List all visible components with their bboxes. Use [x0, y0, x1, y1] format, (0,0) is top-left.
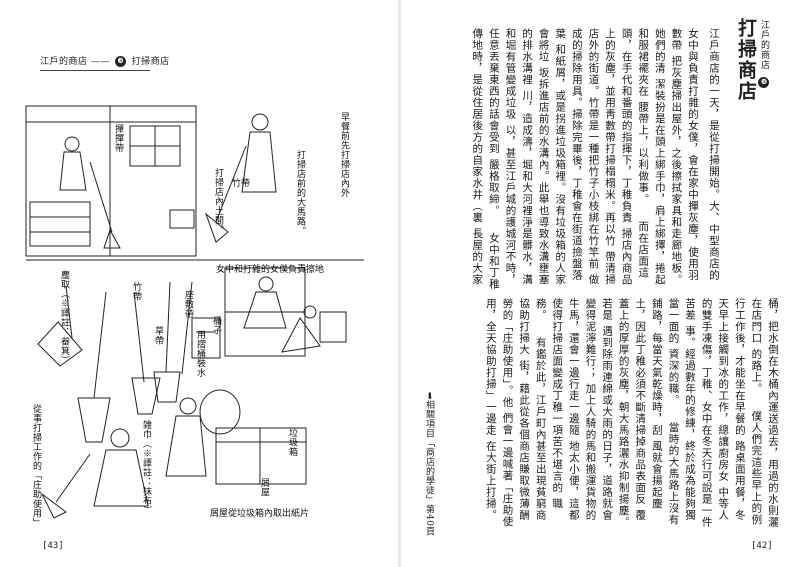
related-item-reference: ➡相關項目「商店的學徒」第40頁 — [424, 392, 434, 536]
left-col-15: 女中與負責打雜的女僕，會在家中撣灰塵，使用羽數帶 — [670, 28, 699, 281]
left-col-9: 帶清掃店外的街道。竹帶是一種把竹子小枝綁在竹竿前 — [587, 28, 617, 286]
running-head-section: 打掃商店 — [131, 57, 170, 67]
right-col-15: 路桌面用餐，冬天早上接觸到冰的工作，總讓廚房女 — [717, 298, 746, 521]
running-head-dash: —— — [90, 57, 110, 67]
right-col-10: 風就會揚起塵土，因此丁稚必須不斷清掃掉商品表面反 — [634, 298, 663, 510]
book-gutter — [398, 0, 401, 567]
chapter-head: 江戶的商店 ❸ — [758, 20, 771, 88]
left-col-3: 嚴格取締。 — [487, 158, 500, 217]
left-col-11: 而在店面這頭，在手代和番頭的指揮下，丁稚負責 — [620, 28, 650, 279]
label-helper-caption: 從事打掃工作的「庄助使用」 — [31, 404, 41, 528]
right-col-1: 在大街上打掃。 — [484, 440, 497, 521]
apprentice-sweeping-inside — [59, 136, 121, 249]
right-page: 江戶的商店 ❸ 打掃商店 江戶商店的一天，是從打掃開始。大、中型商店的 女中與負… — [401, 0, 799, 567]
right-col-16: 僕人們完這些早上的例行工作後，才能坐在早餐的 — [733, 298, 763, 526]
label-bamboo-broom-top: 竹帶 — [232, 179, 251, 189]
intro-paragraph: 江戶商店的一天，是從打掃開始。大、中型商店的 — [705, 28, 722, 290]
page-number-43: [43] — [42, 541, 64, 551]
label-trash-collector: 屑屋 — [259, 478, 269, 497]
running-head-rule — [40, 70, 150, 71]
left-col-2: 女中和丁稚傳地時，是從住居後方的自家水井（裏 — [471, 28, 500, 290]
label-women-caption: 女中和打雜的女僕負責擦地 — [216, 265, 325, 275]
intro-column: 江戶商店的一天，是從打掃開始。大、中型商店的 — [708, 28, 720, 281]
right-col-14: 中等人的雙手凍傷，丁稚、女中在冬天行可說是一件苦差 — [684, 298, 730, 528]
label-zashiki-broom: 座敷帶 — [183, 290, 193, 319]
label-trash-box: 垃圾箱 — [287, 428, 297, 457]
label-bucket: 桶子 — [211, 316, 221, 335]
label-dustpan: 塵取（※譯註：畚箕） — [59, 270, 69, 365]
label-shop-front: 早餐前先打掃店內外 — [339, 112, 349, 198]
label-collector-caption: 屑屋從垃圾箱內取出紙片 — [210, 509, 310, 519]
label-rag: 雑巾（※譯註：抹布） — [141, 420, 151, 515]
chapter-number-badge: ❸ — [115, 56, 127, 67]
right-col-9: 覆蓋上的厚厚的灰塵，朝大馬路灑水抑制揚塵。若是 — [601, 298, 647, 528]
chapter-head-title: 江戶的商店 — [759, 20, 769, 70]
right-col-18: 桶，把水倒在木桶內運送過去，用過的水則灑在店門口 — [750, 298, 779, 528]
label-duster: 撣撣帶 — [113, 124, 123, 153]
right-col-6: 地太小便，這都使得打掃店面變成丁稚一項苦不堪言的 — [551, 298, 580, 521]
right-col-3: 街，藉此從各個商店賺取微薄酬勞的「庄助使用」。他 — [501, 298, 531, 521]
label-bamboo-broom: 竹帶 — [131, 282, 141, 301]
right-col-5: 職務。 — [534, 298, 564, 510]
label-clean-street: 打掃店前的大馬路。 — [295, 150, 305, 236]
left-col-7: 和紙屑，或是拐進垃圾箱裡。沒有垃圾箱的人家會將垃 — [537, 28, 567, 286]
left-body-text: 女中與負責打雜的女僕，會在家中撣灰塵，使用羽數帶 把灰塵掃出屋外，之後擦拭家具和… — [471, 28, 701, 290]
label-grass-broom: 草帶 — [153, 326, 163, 345]
left-col-5: 川，造成濤，堀和大河裡淨是髒水，溝和堀有管變成垃圾 — [504, 28, 534, 286]
cleaning-tools — [37, 281, 221, 443]
left-col-8: 做成的掃除用具。掃除完畢後，丁稚會在街道撿盤落葉 — [554, 28, 600, 286]
left-col-10: 掃店內商品上的灰塵，並用靑數帶打掃榻榻米。再以竹 — [604, 28, 633, 286]
right-body-text: 桶，把水倒在木桶內運送過去，用過的水則灑在店門口 的路上。 僕人們完這些早上的例… — [441, 298, 781, 528]
shop-front-building — [25, 105, 197, 257]
left-col-4: 以，甚至江戶城的護城河不時，任意丟棄東西的話會受到 — [487, 28, 517, 286]
chapter-number-badge-right: ❸ — [758, 76, 769, 88]
right-col-8: 遇到除雨連綿或大雨的日子，道路就會變得泥濘難行； — [584, 298, 614, 521]
right-col-13: 事。經過數年的修練，終於成為能夠獨當一面的 — [667, 298, 697, 521]
label-water: 用摺桶裝水 — [195, 330, 205, 378]
running-head: 江戶的商店 —— ❸ 打掃商店 — [40, 54, 170, 67]
left-col-14: 把灰塵掃出屋外，之後擦拭家具和走廊地板。她們的清 — [653, 28, 683, 286]
right-col-2: 們會一邊喊著「庄助使用，全天協助打掃」一邊走 — [484, 298, 514, 528]
label-clean-inside: 打掃店內土間。 — [213, 168, 223, 235]
women-wiping-floor — [224, 267, 347, 357]
right-col-12: 資深的職。 — [667, 348, 680, 406]
trash-collector — [165, 389, 307, 485]
right-col-4: 有鑑於此，江戶町內甚至出現貧窮商協助打掃大 — [518, 298, 547, 521]
left-col-12: 腰帶上，以利做事。 — [637, 101, 650, 205]
left-page: 江戶的商店 —— ❸ 打掃商店 — [0, 0, 398, 567]
apprentice-sweeping-street — [169, 113, 277, 243]
right-col-17: 的路上。 — [750, 348, 763, 395]
chapter-title: 打掃商店 — [735, 18, 757, 102]
running-head-title: 江戶的商店 — [40, 57, 88, 67]
right-col-11: 當時的大馬路上沒有鋪路，每當天氣乾燥時，刮 — [650, 298, 680, 526]
left-col-13: 潔裝扮是在頭上綁手巾，肩上綁擇，捲起和服裙襬夾在 — [637, 28, 666, 286]
shop-cleaning-illustration — [25, 105, 364, 519]
page-number-42: [42] — [751, 541, 773, 551]
left-col-1: 長屋的大家設置的公共水井」中，用釣瓶（※註釋注：吊 — [471, 227, 484, 286]
left-col-6: 坂拆進店前的水溝內。此舉也導致水溝壅塞的排水溝裡 — [521, 28, 550, 286]
right-col-7: 加上人騎的馬和搬運貨物的牛馬，還會一邊行走一邊隨 — [567, 298, 597, 521]
sho-suke-helper — [41, 428, 149, 519]
